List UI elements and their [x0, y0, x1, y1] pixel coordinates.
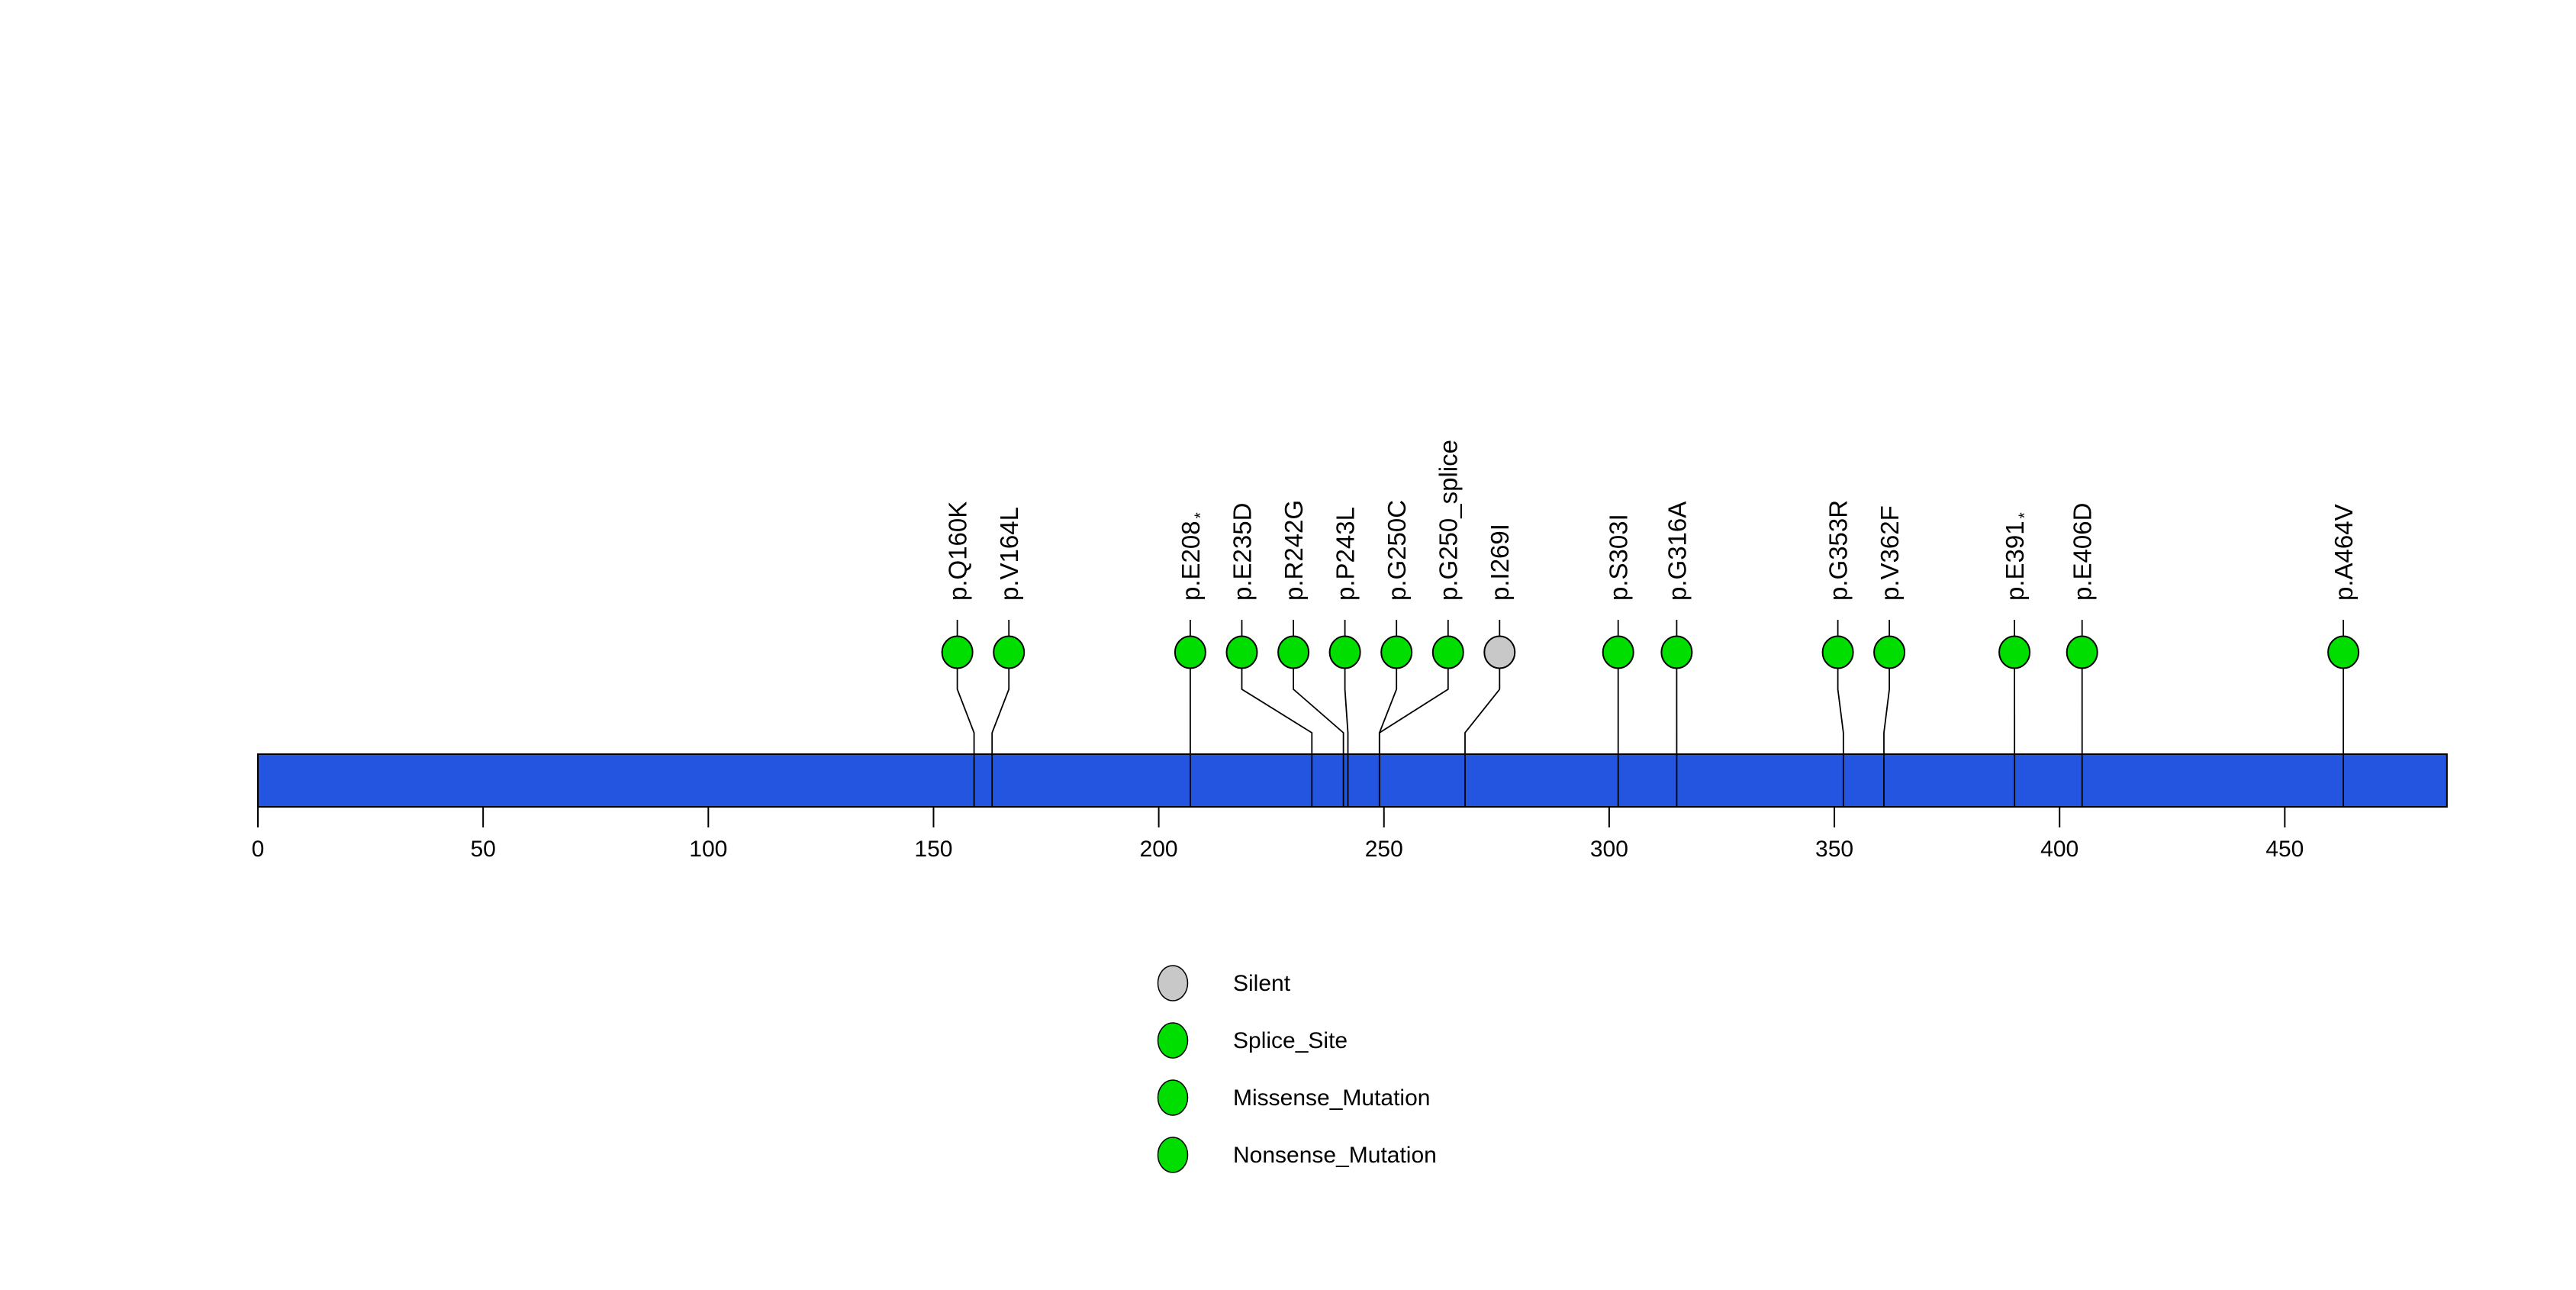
- gene-body-bar: [257, 753, 2448, 808]
- axis-tick-label: 50: [470, 837, 495, 862]
- mutation-lollipop-circle: [1873, 635, 1906, 669]
- legend-label: Missense_Mutation: [1233, 1085, 1430, 1111]
- mutation-lollipop-circle: [1998, 635, 2031, 669]
- mutation-label: p.Q160K: [943, 501, 971, 601]
- mutation-lollipop-circle: [1225, 635, 1258, 669]
- legend-label: Nonsense_Mutation: [1233, 1143, 1437, 1168]
- axis-tick-label: 200: [1140, 837, 1178, 862]
- mutation-label: p.G316A: [1663, 501, 1691, 601]
- mutation-lollipop-circle: [1328, 635, 1361, 669]
- legend-swatch-silent: [1157, 965, 1189, 1001]
- axis-tick-label: 0: [252, 837, 265, 862]
- mutation-lollipop-circle: [1660, 635, 1693, 669]
- mutation-lollipop-circle: [1174, 635, 1206, 669]
- mutation-label: p.R242G: [1280, 500, 1308, 601]
- mutation-label: p.I269I: [1486, 524, 1514, 601]
- mutation-label: p.A464V: [2330, 504, 2358, 601]
- mutation-lollipop-circle: [993, 635, 1026, 669]
- mutation-lollipop-circle: [2327, 635, 2360, 669]
- mutation-label: p.G250C: [1383, 500, 1411, 601]
- mutation-label: p.E235D: [1228, 503, 1256, 601]
- mutation-lollipop-circle: [1380, 635, 1413, 669]
- mutation-label: p.S303I: [1605, 514, 1633, 601]
- legend-label: Silent: [1233, 971, 1291, 996]
- legend-swatch-splice_site: [1157, 1022, 1189, 1059]
- mutation-lollipop-circle: [1431, 635, 1464, 669]
- mutation-label: p.V362F: [1876, 505, 1904, 601]
- legend-label: Splice_Site: [1233, 1028, 1348, 1053]
- mutation-label: p.G250_splice: [1435, 440, 1463, 601]
- mutation-label: p.E391*: [2001, 512, 2033, 601]
- mutation-lollipop-circle: [941, 635, 974, 669]
- mutation-label: p.V164L: [995, 507, 1023, 601]
- axis-tick-label: 150: [914, 837, 952, 862]
- mutation-label: p.P243L: [1331, 507, 1359, 601]
- mutation-label: p.G353R: [1824, 500, 1852, 601]
- legend-swatch-missense_mutation: [1157, 1079, 1189, 1116]
- axis-tick-label: 300: [1590, 837, 1628, 862]
- legend-swatch-nonsense_mutation: [1157, 1137, 1189, 1173]
- mutation-lollipop-circle: [1602, 635, 1634, 669]
- mutation-label: p.E406D: [2069, 503, 2097, 601]
- mutation-lollipop-circle: [1277, 635, 1310, 669]
- mutation-lollipop-circle: [1483, 635, 1516, 669]
- axis-tick-label: 450: [2265, 837, 2304, 862]
- axis-tick-label: 400: [2040, 837, 2079, 862]
- mutation-lollipop-circle: [1821, 635, 1854, 669]
- axis-tick-label: 250: [1365, 837, 1403, 862]
- mutation-label: p.E208*: [1177, 512, 1209, 601]
- axis-tick-label: 350: [1815, 837, 1853, 862]
- axis-tick-label: 100: [689, 837, 727, 862]
- mutation-lollipop-circle: [2066, 635, 2098, 669]
